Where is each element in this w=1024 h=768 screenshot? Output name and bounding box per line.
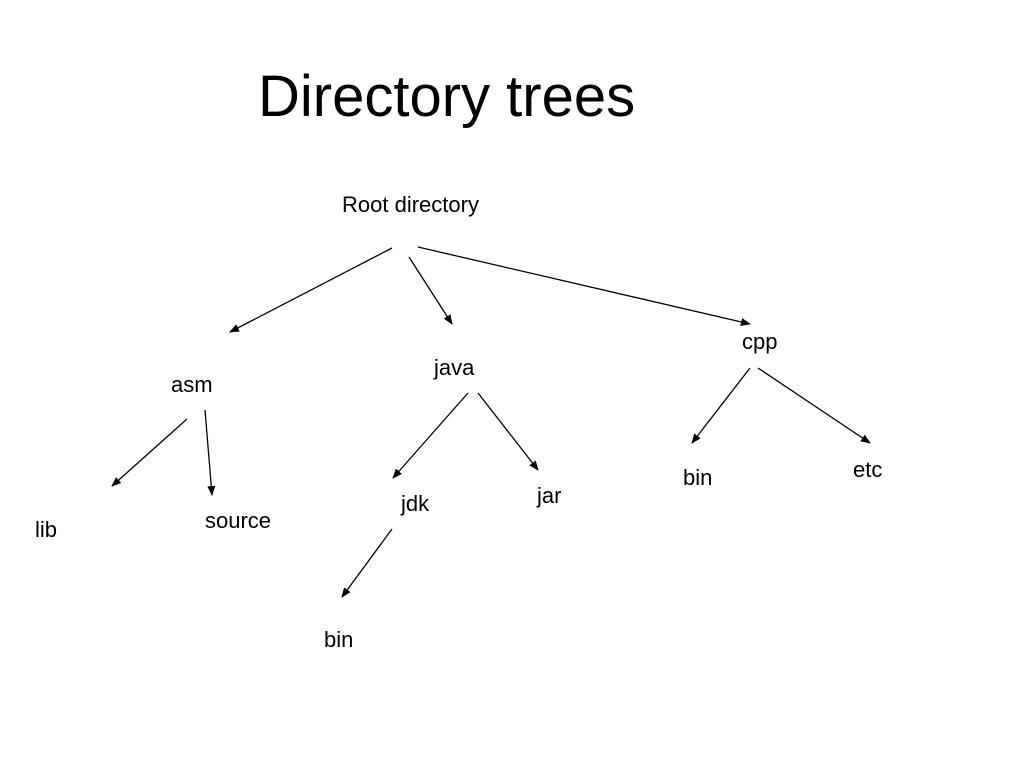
node-source: source xyxy=(205,508,272,533)
node-lib: lib xyxy=(35,517,58,542)
node-cpp: cpp xyxy=(742,329,778,354)
slide-title: Directory trees xyxy=(258,64,636,129)
node-jdk: jdk xyxy=(401,491,430,516)
edge-cpp-etc xyxy=(757,367,871,444)
node-jar: jar xyxy=(537,483,562,508)
node-java: java xyxy=(434,355,475,380)
edge-root-java xyxy=(408,256,453,325)
edge-cpp-bin xyxy=(691,367,751,444)
edge-asm-lib xyxy=(111,418,188,487)
node-jdk-bin: bin xyxy=(324,627,354,652)
edge-java-jdk xyxy=(392,392,469,479)
edge-root-asm xyxy=(229,247,393,333)
node-asm: asm xyxy=(171,372,213,397)
node-root-directory: Root directory xyxy=(342,192,479,217)
edge-root-cpp xyxy=(417,246,751,326)
edge-java-jar xyxy=(477,392,539,471)
node-etc: etc xyxy=(853,457,883,482)
edge-asm-source xyxy=(204,409,216,496)
node-cpp-bin: bin xyxy=(683,465,713,490)
edge-jdk-bin xyxy=(341,528,393,598)
